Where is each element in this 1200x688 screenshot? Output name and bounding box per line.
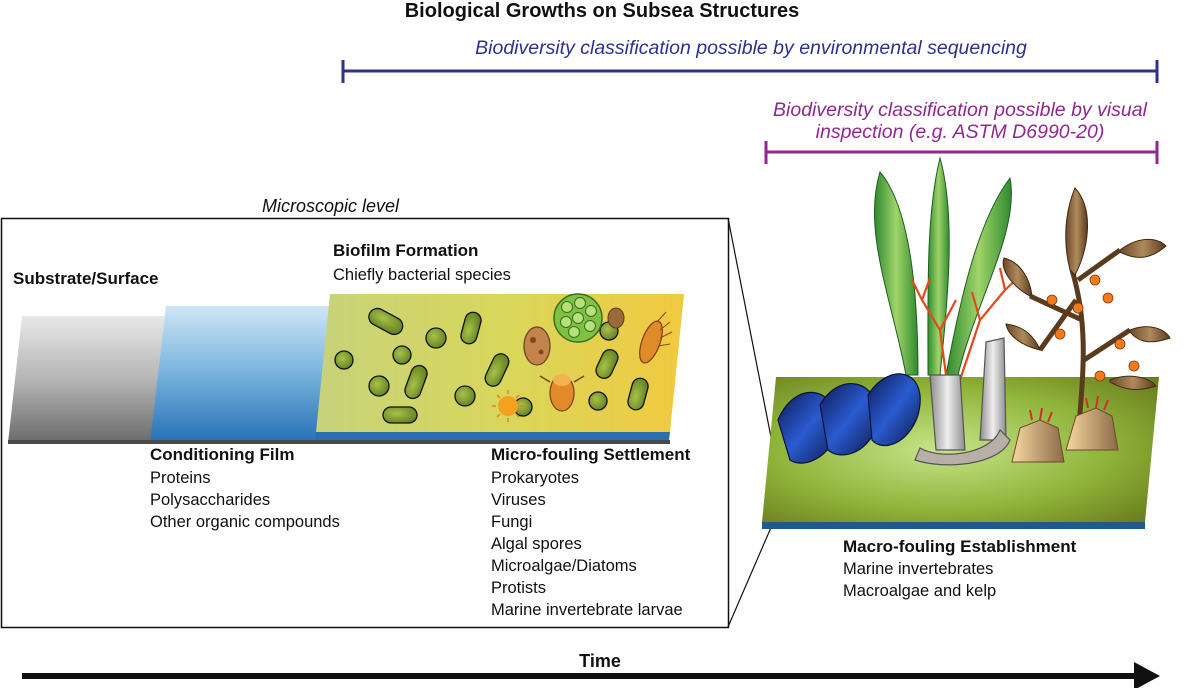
list-item: Polysaccharides xyxy=(150,491,271,509)
microscopic-level-box xyxy=(0,217,730,629)
list-item: Viruses xyxy=(491,491,546,509)
visual-inspection-label: Biodiversity classification possible by … xyxy=(773,99,1147,143)
microscopic-level-label: Microscopic level xyxy=(262,196,400,216)
list-item: Proteins xyxy=(150,469,211,487)
time-arrow xyxy=(22,662,1160,688)
visual-inspection-bracket xyxy=(764,141,1159,164)
substrate-label: Substrate/Surface xyxy=(13,269,159,288)
mussels xyxy=(777,373,921,464)
ciliate-organism xyxy=(639,311,673,364)
time-axis-label: Time xyxy=(579,651,621,671)
spore-organism xyxy=(492,390,524,422)
brown-kelp xyxy=(1002,187,1171,441)
micro-fouling-heading: Micro-fouling Settlement xyxy=(491,445,691,464)
list-item: Microalgae/Diatoms xyxy=(491,557,637,575)
diatom-cell xyxy=(553,293,603,343)
conditioning-film-heading: Conditioning Film xyxy=(150,445,295,464)
environmental-sequencing-bracket xyxy=(341,60,1159,83)
macro-fouling-heading: Macro-fouling Establishment xyxy=(843,537,1077,556)
list-item: Marine invertebrates xyxy=(843,560,994,578)
biofilm-subtitle: Chiefly bacterial species xyxy=(333,266,511,284)
list-item: Other organic compounds xyxy=(150,513,340,531)
red-algae xyxy=(911,267,1023,391)
list-item: Marine invertebrate larvae xyxy=(491,601,683,619)
list-item: Macroalgae and kelp xyxy=(843,582,997,600)
conditioning-film-list: Proteins Polysaccharides Other organic c… xyxy=(150,467,340,533)
macro-fouling-list: Marine invertebrates Macroalgae and kelp xyxy=(843,558,996,602)
list-item: Algal spores xyxy=(491,535,582,553)
list-item: Prokaryotes xyxy=(491,469,580,487)
micro-fouling-list: Prokaryotes Viruses Fungi Algal spores M… xyxy=(491,467,683,621)
bacteria-cells xyxy=(334,307,649,424)
substrate-layer xyxy=(8,316,170,443)
tube-worms xyxy=(914,337,1011,466)
diagram-title: Biological Growths on Subsea Structures xyxy=(404,0,800,22)
environmental-sequencing-label: Biodiversity classification possible by … xyxy=(475,37,1027,59)
larva-organism xyxy=(539,374,585,412)
biofilm-heading: Biofilm Formation xyxy=(333,241,479,260)
barnacles xyxy=(1011,407,1119,463)
conditioning-film-layer xyxy=(150,306,336,443)
list-item: Fungi xyxy=(491,513,533,531)
list-item: Protists xyxy=(491,579,547,597)
protist-cell xyxy=(523,326,551,366)
